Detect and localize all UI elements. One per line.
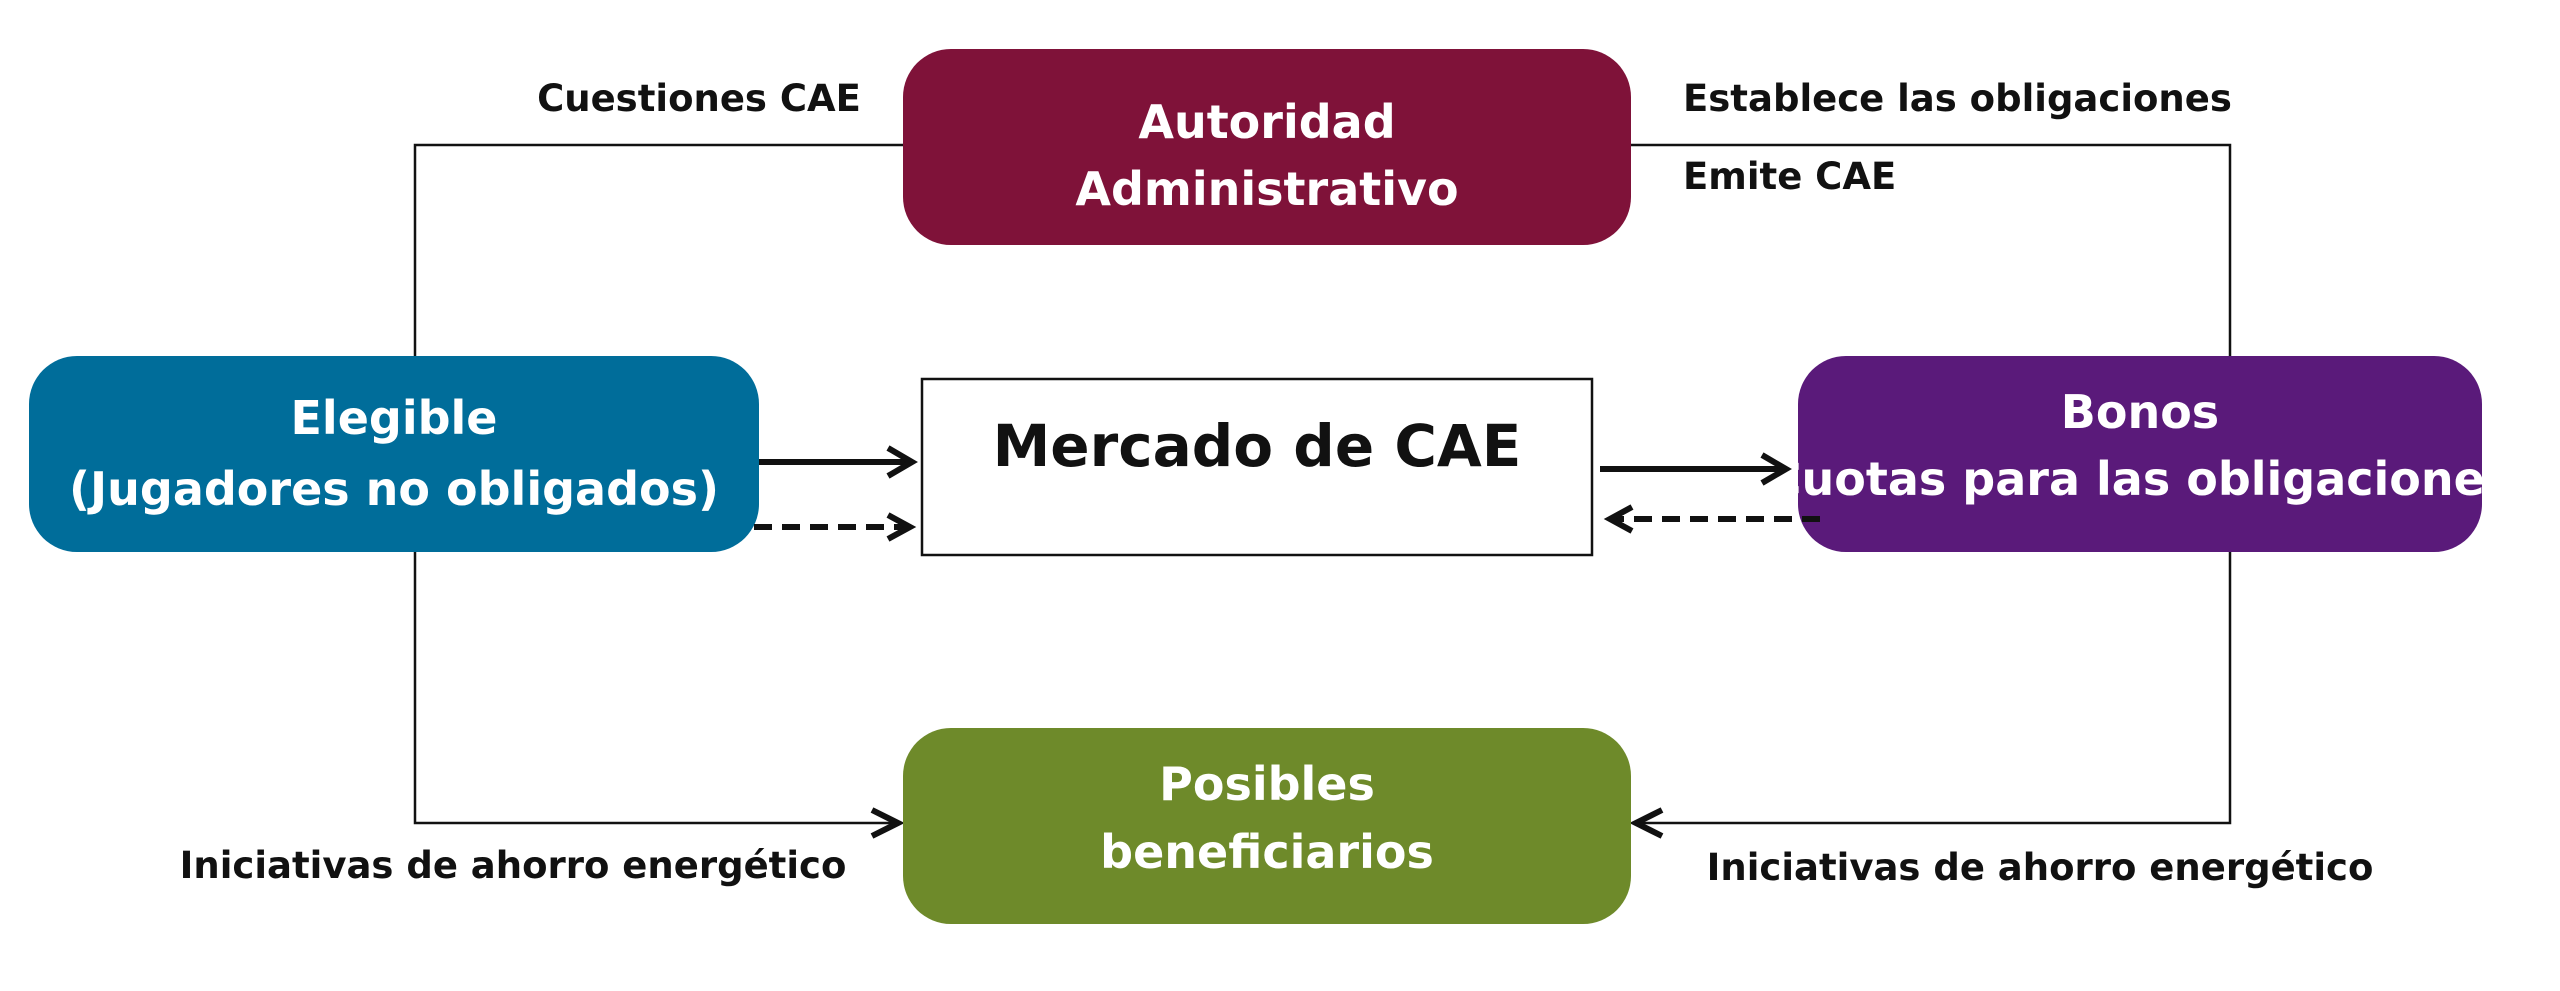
- autoridad-line1: Autoridad: [1138, 95, 1395, 149]
- label-emite-cae: Emite CAE: [1683, 155, 1896, 198]
- label-iniciativas-right: Iniciativas de ahorro energético: [1707, 846, 2374, 889]
- elegible-line1: Elegible: [291, 391, 498, 445]
- elegible-line2: (Jugadores no obligados): [69, 462, 719, 516]
- posibles-line1: Posibles: [1159, 757, 1375, 811]
- arrowhead-dashed-bonos-mercado: [1603, 504, 1634, 534]
- label-establece-obligaciones: Establece las obligaciones: [1683, 77, 2232, 120]
- label-cuestiones-cae: Cuestiones CAE: [537, 77, 861, 120]
- autoridad-line2: Administrativo: [1075, 162, 1458, 216]
- mercado-box: [920, 377, 1594, 557]
- arrowhead-elegible-mercado: [886, 445, 918, 479]
- bonos-line1: Bonos: [2061, 385, 2219, 439]
- arrowhead-left-posibles: [870, 807, 905, 839]
- connector-autoridad-bonos: [1631, 143, 2232, 356]
- posibles-box: [903, 728, 1631, 924]
- autoridad-box: [903, 49, 1631, 245]
- mercado-label: Mercado de CAE: [993, 412, 1522, 480]
- bonos-line2: (Cuotas para las obligaciones): [1747, 452, 2534, 506]
- arrowhead-mercado-bonos: [1760, 452, 1792, 486]
- posibles-line2: beneficiarios: [1100, 825, 1434, 879]
- label-iniciativas-left: Iniciativas de ahorro energético: [180, 844, 847, 887]
- connector-bonos-posibles: [1636, 552, 2232, 825]
- bonos-box: [1798, 356, 2482, 552]
- arrowhead-dashed-elegible-mercado: [886, 512, 917, 542]
- connector-elegible-posibles: [413, 552, 898, 825]
- arrowhead-right-posibles: [1629, 807, 1664, 839]
- elegible-box: [29, 356, 759, 552]
- connector-elegible-autoridad: [413, 143, 903, 356]
